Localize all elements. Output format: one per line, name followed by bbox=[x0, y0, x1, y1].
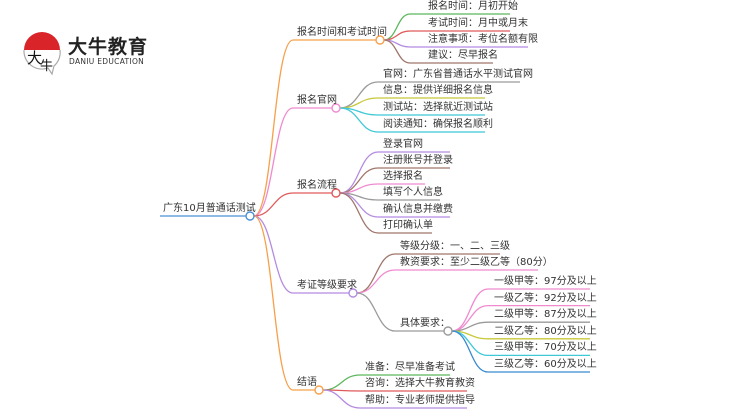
leaf-node-3-0[interactable]: 等级分级：一、二、三级 bbox=[400, 241, 510, 252]
leaf-connector-3-1 bbox=[356, 269, 538, 294]
leaf-connector-2-5 bbox=[339, 192, 432, 234]
leaf-node-0-3[interactable]: 建议：尽早报名 bbox=[428, 50, 498, 61]
branch-connector-1 bbox=[253, 107, 332, 217]
logo: 大 牛 大牛教育 DANIU EDUCATION bbox=[18, 30, 168, 76]
leaf-connector-4-1 bbox=[322, 389, 467, 392]
leaf-node-1-1[interactable]: 信息：提供详细报名信息 bbox=[383, 85, 493, 96]
leaf-node-1-0[interactable]: 官网：广东省普通话水平测试官网 bbox=[383, 69, 533, 80]
leaf-node-2-0[interactable]: 登录官网 bbox=[383, 139, 423, 150]
branch-connector-3 bbox=[253, 215, 349, 294]
leaf-node-0-1[interactable]: 考试时间：月中或月末 bbox=[428, 18, 528, 29]
collapse-toggle-3[interactable] bbox=[348, 288, 358, 298]
grade-node-3[interactable]: 二级乙等：80分及以上 bbox=[494, 325, 597, 337]
leaf-node-3-2[interactable]: 具体要求： bbox=[400, 318, 450, 329]
branch-node-4[interactable]: 结语 bbox=[297, 377, 317, 388]
logo-subtitle: DANIU EDUCATION bbox=[69, 57, 145, 66]
branch-connector-2 bbox=[253, 192, 332, 217]
grade-node-1[interactable]: 一级乙等：92分及以上 bbox=[494, 292, 597, 304]
grade-connector-5 bbox=[451, 330, 590, 373]
grade-node-0[interactable]: 一级甲等：97分及以上 bbox=[494, 276, 597, 287]
leaf-node-4-0[interactable]: 准备：尽早准备考试 bbox=[365, 362, 455, 373]
leaf-node-4-2[interactable]: 帮助：专业老师提供指导 bbox=[365, 395, 475, 406]
branch-connector-0 bbox=[253, 39, 376, 217]
collapse-toggle-root[interactable] bbox=[245, 211, 255, 221]
collapse-toggle-0[interactable] bbox=[375, 35, 385, 45]
leaf-node-2-5[interactable]: 打印确认单 bbox=[383, 220, 433, 231]
grade-node-4[interactable]: 三级甲等：70分及以上 bbox=[494, 342, 597, 354]
logo-title: 大牛教育 bbox=[68, 36, 149, 58]
logo-mark-icon: 大 牛 bbox=[23, 32, 61, 76]
leaf-node-3-1[interactable]: 教资要求：至少二级乙等（80分） bbox=[400, 257, 553, 268]
collapse-toggle-2[interactable] bbox=[331, 188, 341, 198]
grade-node-2[interactable]: 二级甲等：87分及以上 bbox=[494, 309, 597, 321]
leaf-node-2-3[interactable]: 填写个人信息 bbox=[383, 187, 443, 198]
collapse-toggle-4[interactable] bbox=[314, 385, 324, 395]
leaf-connector-3-2 bbox=[356, 292, 444, 332]
branch-node-1[interactable]: 报名官网 bbox=[297, 95, 337, 106]
leaf-node-0-0[interactable]: 报名时间：月初开始 bbox=[428, 1, 518, 12]
leaf-node-4-1[interactable]: 咨询：选择大牛教育教资 bbox=[365, 378, 475, 389]
svg-text:大: 大 bbox=[27, 49, 42, 67]
root-node[interactable]: 广东10月普通话测试 bbox=[163, 203, 256, 214]
branch-connector-4 bbox=[253, 215, 315, 391]
leaf-node-2-2[interactable]: 选择报名 bbox=[383, 171, 423, 182]
branch-node-0[interactable]: 报名时间和考试时间 bbox=[297, 27, 387, 38]
branch-node-3[interactable]: 考证等级要求 bbox=[297, 280, 357, 291]
leaf-connector-0-3 bbox=[383, 39, 493, 64]
grade-node-5[interactable]: 三级乙等：60分及以上 bbox=[494, 359, 597, 370]
branch-node-2[interactable]: 报名流程 bbox=[297, 180, 337, 191]
leaf-node-2-1[interactable]: 注册账号并登录 bbox=[383, 155, 453, 166]
leaf-connector-4-2 bbox=[322, 389, 467, 409]
svg-text:牛: 牛 bbox=[40, 59, 53, 74]
leaf-node-2-4[interactable]: 确认信息并缴费 bbox=[383, 204, 453, 215]
leaf-node-1-2[interactable]: 测试站：选择就近测试站 bbox=[383, 102, 493, 113]
leaf-node-1-3[interactable]: 阅读通知：确保报名顺利 bbox=[383, 119, 493, 130]
leaf-node-0-2[interactable]: 注意事项：考位名额有限 bbox=[428, 34, 538, 45]
collapse-toggle-specific[interactable] bbox=[443, 326, 453, 336]
leaf-connector-1-3 bbox=[339, 107, 485, 133]
collapse-toggle-1[interactable] bbox=[331, 103, 341, 113]
